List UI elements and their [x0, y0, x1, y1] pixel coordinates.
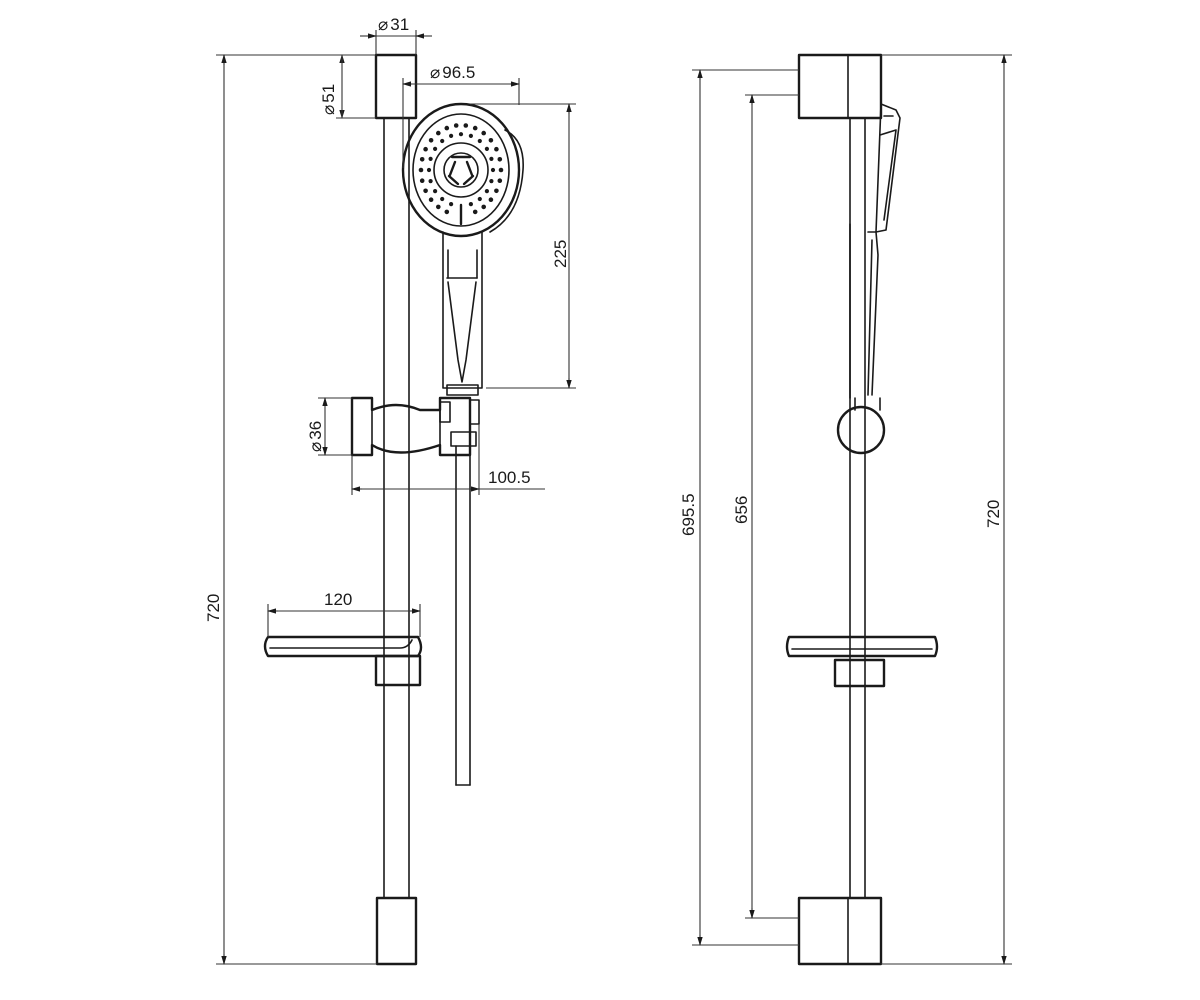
nozzle-dot — [428, 197, 434, 202]
nozzle-dot — [440, 196, 445, 202]
nozzle-dot — [449, 202, 454, 207]
front-soap-dish — [263, 635, 423, 687]
nozzle-dot — [468, 133, 473, 138]
front-shower-head — [401, 102, 524, 396]
nozzle-dot — [484, 189, 489, 194]
nozzle-dot — [488, 138, 494, 143]
nozzle-dot — [453, 123, 459, 128]
nozzle-dot — [426, 167, 432, 173]
nozzle-dot — [477, 138, 482, 144]
nozzle-dot — [489, 179, 494, 184]
side-soap-dish — [785, 635, 939, 688]
dim-bracket-diameter-label: ⌀51 — [319, 84, 338, 115]
side-top-bracket — [797, 53, 883, 120]
dim-head-length-label: 225 — [551, 240, 570, 268]
nozzle-dot — [489, 156, 494, 161]
dim-rail-diameter-label: ⌀31 — [378, 15, 409, 34]
dim-total-height-side-label: 720 — [984, 500, 1003, 528]
side-view: 695.5 656 720 — [679, 53, 1012, 966]
dim-soap-dish-width-label: 120 — [324, 590, 352, 609]
dim-soap-dish-width: 120 — [267, 590, 421, 637]
nozzle-dot — [428, 179, 433, 184]
nozzle-dot — [423, 146, 428, 152]
dim-rail-diameter: ⌀31 — [360, 15, 432, 55]
side-holder-knob — [836, 397, 886, 455]
front-bottom-bracket — [375, 896, 418, 966]
side-shower-head — [867, 103, 901, 396]
nozzle-dot — [419, 157, 425, 162]
dim-head-length: 225 — [470, 103, 576, 389]
nozzle-dot — [428, 138, 434, 143]
dim-holder-diameter: ⌀36 — [306, 397, 352, 456]
nozzle-dot — [484, 146, 489, 151]
dim-holder-projection-label: 100.5 — [488, 468, 531, 487]
dim-head-diameter: ⌀96.5 — [402, 63, 520, 168]
dim-holder-diameter-label: ⌀36 — [306, 421, 325, 452]
nozzle-dot — [497, 178, 503, 183]
dim-bracket-diameter: ⌀51 — [319, 54, 376, 119]
nozzle-dot — [440, 138, 445, 144]
nozzle-dot — [494, 188, 499, 194]
nozzle-dot — [444, 125, 450, 131]
nozzle-dot — [490, 167, 496, 173]
nozzle-dot — [472, 209, 478, 215]
nozzle-dot — [458, 132, 464, 137]
nozzle-dot — [498, 167, 504, 173]
dim-head-diameter-label: ⌀96.5 — [430, 63, 475, 82]
dim-fixing-height-label: 695.5 — [679, 493, 698, 536]
nozzle-dot — [444, 209, 450, 215]
nozzle-dot — [449, 133, 454, 138]
nozzle-dot — [494, 146, 499, 152]
nozzle-dot — [488, 197, 494, 202]
front-nozzle-dots — [418, 123, 504, 215]
dim-total-height-front-label: 720 — [204, 594, 223, 622]
nozzle-dot — [433, 146, 438, 151]
front-view: ⌀31 ⌀51 ⌀96.5 225 — [204, 15, 576, 966]
nozzle-dot — [419, 178, 425, 183]
nozzle-dot — [428, 156, 433, 161]
dim-fixing-height: 695.5 — [679, 69, 799, 946]
dim-fixing-centers-label: 656 — [732, 496, 751, 524]
side-bottom-bracket — [797, 896, 883, 966]
nozzle-dot — [481, 204, 487, 210]
nozzle-dot — [423, 188, 428, 194]
nozzle-dot — [472, 125, 478, 131]
nozzle-dot — [481, 130, 487, 136]
front-top-bracket — [374, 53, 418, 120]
dim-holder-projection: 100.5 — [351, 424, 545, 495]
nozzle-dot — [463, 123, 469, 128]
side-slide-rail — [849, 117, 866, 899]
front-slide-rail — [383, 117, 410, 899]
nozzle-dot — [433, 189, 438, 194]
nozzle-dot — [436, 204, 441, 210]
nozzle-dot — [468, 202, 473, 207]
nozzle-dot — [436, 130, 441, 136]
dim-total-height-side: 720 — [881, 54, 1012, 965]
front-hose — [455, 445, 471, 786]
nozzle-dot — [497, 157, 503, 162]
dim-total-height-front: 720 — [204, 54, 377, 965]
nozzle-dot — [477, 196, 482, 202]
dim-fixing-centers: 656 — [732, 94, 799, 919]
front-slider-holder — [350, 396, 480, 457]
nozzle-dot — [418, 167, 424, 173]
